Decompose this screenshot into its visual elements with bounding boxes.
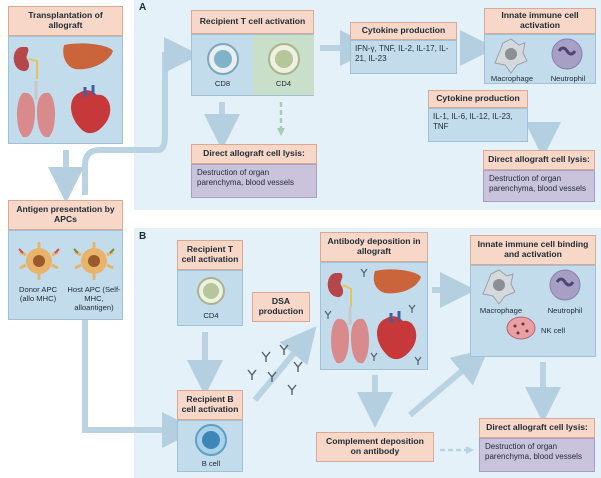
b-b-activation-header: Recipient B cell activation bbox=[177, 390, 243, 420]
a-lysis2-body: Destruction of organ parenchyma, blood v… bbox=[483, 170, 595, 202]
arrow-antigen-to-bcell bbox=[82, 315, 198, 448]
b-complement-header: Complement deposition on antibody bbox=[316, 432, 434, 462]
nk-cell-label: NK cell bbox=[540, 326, 566, 335]
b-lysis-body: Destruction of organ parenchyma, blood v… bbox=[479, 438, 595, 472]
b-cd4-label: CD4 bbox=[203, 311, 219, 320]
b-cell-label: B cell bbox=[201, 459, 221, 468]
host-apc-icon bbox=[73, 242, 115, 280]
a-cytokine1-header: Cytokine production bbox=[350, 22, 457, 40]
host-apc-label: Host APC (Self-MHC, alloantigen) bbox=[67, 285, 121, 313]
b-innate-box: Macrophage Neutrophil NK cell bbox=[470, 265, 596, 357]
b-cell-icon bbox=[195, 424, 227, 456]
arrow-b-to-antibody bbox=[252, 326, 317, 402]
organs-icon bbox=[13, 43, 113, 138]
arrow-antigen-to-a bbox=[82, 37, 200, 195]
b-neutrophil-label: Neutrophil bbox=[547, 306, 583, 315]
b-neutrophil-icon bbox=[549, 269, 581, 301]
b-cd4-cell-icon bbox=[197, 277, 225, 305]
a-t-activation-box: CD8 CD4 bbox=[191, 34, 314, 96]
cd8-cell-icon bbox=[207, 43, 239, 75]
b-t-activation-header: Recipient T cell activation bbox=[177, 240, 243, 270]
antibody-icons bbox=[247, 344, 303, 395]
a-innate-header: Innate immune cell activation bbox=[484, 8, 596, 34]
a-innate-box: Macrophage Neutrophil bbox=[484, 34, 596, 84]
a-cytokine1-list: IFN-γ, TNF, IL-2, IL-17, IL-21, IL-23 bbox=[355, 44, 449, 64]
b-dsa-header: DSA production bbox=[252, 292, 310, 322]
a-cytokine2-list: IL-1, IL-6, IL-12, IL-23, TNF bbox=[433, 112, 513, 132]
b-macrophage-label: Macrophage bbox=[479, 306, 523, 315]
donor-apc-icon bbox=[18, 242, 60, 280]
antigen-box: Donor APC (allo MHC) Host APC (Self-MHC,… bbox=[8, 230, 123, 320]
panel-a-tag: A bbox=[139, 2, 147, 13]
cd8-label: CD8 bbox=[214, 79, 231, 88]
b-macrophage-icon bbox=[482, 269, 516, 305]
cd4-cell-icon bbox=[268, 43, 300, 75]
a-cytokine2-box: IL-1, IL-6, IL-12, IL-23, TNF bbox=[428, 108, 528, 142]
antigen-header: Antigen presentation by APCs bbox=[8, 200, 123, 230]
transplant-header: Transplantation of allograft bbox=[8, 6, 123, 36]
b-organs-icon bbox=[324, 268, 422, 365]
a-lysis1-header: Direct allograft cell lysis: bbox=[191, 144, 317, 164]
a-cytokine1-box: IFN-γ, TNF, IL-2, IL-17, IL-21, IL-23 bbox=[350, 40, 457, 74]
arrow-complement-to-innate bbox=[408, 348, 489, 418]
panel-b-tag: B bbox=[139, 231, 147, 242]
a-cytokine2-header: Cytokine production bbox=[428, 90, 528, 108]
a-neutrophil-label: Neutrophil bbox=[550, 74, 586, 83]
nk-cell-icon bbox=[506, 316, 536, 340]
b-t-activation-box: CD4 bbox=[177, 270, 243, 326]
b-antibody-header: Antibody deposition in allograft bbox=[320, 232, 428, 262]
a-lysis1-body: Destruction of organ parenchyma, blood v… bbox=[191, 164, 317, 198]
apc-icons bbox=[18, 242, 115, 280]
cd4-label: CD4 bbox=[275, 79, 292, 88]
a-macrophage-label: Macrophage bbox=[490, 74, 534, 83]
a-lysis2-header: Direct allograft cell lysis: bbox=[483, 150, 595, 170]
transplant-box bbox=[8, 36, 123, 144]
donor-apc-label: Donor APC (allo MHC) bbox=[19, 285, 57, 304]
a-t-activation-header: Recipient T cell activation bbox=[191, 10, 314, 34]
macrophage-icon bbox=[494, 38, 528, 74]
b-antibody-box bbox=[320, 262, 428, 370]
neutrophil-icon bbox=[551, 38, 583, 70]
b-lysis-header: Direct allograft cell lysis: bbox=[479, 418, 595, 438]
b-b-activation-box: B cell bbox=[177, 420, 243, 472]
b-innate-header: Innate immune cell binding and activatio… bbox=[470, 235, 596, 265]
